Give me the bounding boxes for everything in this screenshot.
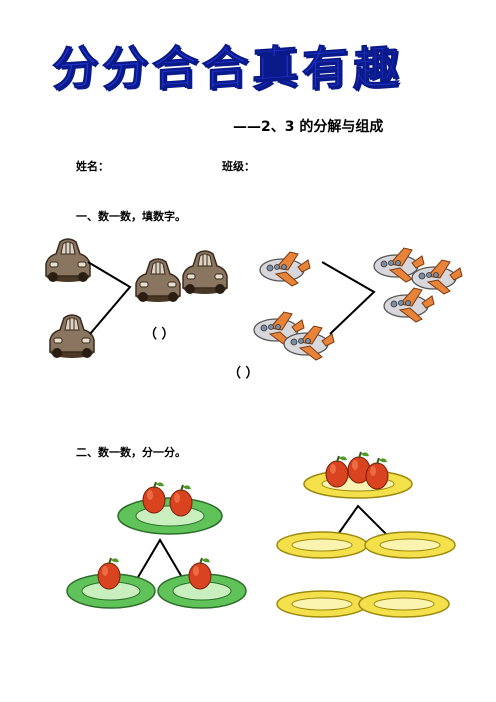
- plane-icon: [259, 251, 311, 287]
- name-label: 姓名：: [76, 160, 109, 173]
- yellow-plate-group: [276, 451, 456, 618]
- split-lines: [321, 261, 376, 335]
- section-2-heading: 二、数一数，分一分。: [76, 446, 186, 459]
- car-group: [45, 238, 228, 359]
- apple-icon: [169, 484, 193, 517]
- class-label: 班级：: [222, 160, 255, 173]
- section-1-heading: 一、数一数，填数字。: [76, 210, 186, 223]
- car-icon: [45, 238, 91, 283]
- split-lines: [133, 538, 187, 585]
- plane-group: [253, 247, 463, 361]
- yellow-plate: [276, 590, 368, 618]
- split-lines: [87, 261, 132, 335]
- green-plate-group: [66, 481, 247, 609]
- apple-icon: [188, 557, 212, 590]
- green-plate: [117, 497, 223, 535]
- yellow-plate: [358, 590, 450, 618]
- apple-icon: [365, 457, 389, 490]
- plane-icon: [383, 287, 435, 323]
- yellow-plate: [276, 531, 368, 559]
- car-icon: [182, 250, 228, 295]
- green-plate: [157, 573, 247, 609]
- answer-blank-planes[interactable]: （ ）: [228, 366, 259, 381]
- car-icon: [49, 314, 95, 359]
- green-plate: [66, 573, 156, 609]
- car-icon: [135, 258, 181, 303]
- apple-icon: [142, 481, 166, 514]
- yellow-plate: [364, 531, 456, 559]
- apple-icon: [97, 557, 121, 590]
- answer-blank-cars[interactable]: （ ）: [144, 327, 175, 342]
- worksheet-subtitle: ——2、3 的分解与组成: [233, 119, 384, 135]
- split-lines: [333, 504, 393, 541]
- apple-icon: [325, 455, 349, 488]
